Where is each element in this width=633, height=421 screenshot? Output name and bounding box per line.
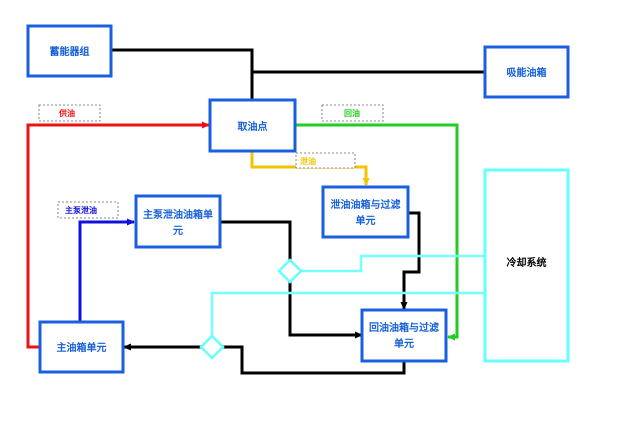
box-cooling: 冷却系统 (483, 168, 570, 363)
box-accumulator: 蓄能器组 (26, 24, 113, 78)
label-pump-leak: 主泵泄油 (57, 201, 119, 219)
label-leak: 泄油 (295, 152, 356, 169)
box-pump-leak-label: 主泵泄油油箱单 (143, 208, 213, 221)
box-leak-filter-label-2: 单元 (356, 214, 376, 227)
box-takeoff-label: 取油点 (238, 120, 268, 133)
box-pump-leak-label-2: 元 (173, 225, 183, 237)
label-supply-text: 供油 (58, 108, 75, 118)
box-absorber: 吸能油箱 (483, 45, 570, 99)
label-return-text: 回油 (344, 108, 360, 118)
line-cooling-1 (301, 254, 485, 273)
box-return-filter-label: 回油油箱与过滤 (369, 321, 439, 334)
box-absorber-label: 吸能油箱 (507, 66, 547, 79)
label-leak-text: 泄油 (300, 156, 316, 166)
box-accumulator-label: 蓄能器组 (50, 45, 90, 58)
heat-exchanger-icon (277, 258, 303, 284)
box-main-tank-label: 主油箱单元 (57, 341, 107, 354)
line-return (296, 123, 459, 341)
line-cooling-2 (210, 291, 485, 336)
label-pump-leak-text: 主泵泄油 (65, 205, 97, 215)
label-return: 回油 (321, 104, 384, 122)
line-supply (26, 121, 210, 349)
box-leak-filter: 泄油油箱与过滤 单元 (321, 185, 410, 239)
box-leak-filter-label: 泄油油箱与过滤 (331, 198, 401, 211)
line-pump-leak (78, 218, 135, 322)
line-leak-tank-to-return (400, 211, 421, 310)
line-accumulator-takeoff (111, 48, 254, 100)
box-main-tank: 主油箱单元 (38, 320, 125, 374)
label-supply: 供油 (38, 104, 101, 122)
box-takeoff: 取油点 (208, 98, 297, 153)
box-return-filter-label-2: 单元 (394, 337, 414, 350)
box-pump-leak: 主泵泄油油箱单 元 (134, 194, 222, 249)
box-cooling-label: 冷却系统 (507, 256, 547, 269)
heat-exchanger-icon (199, 334, 225, 360)
box-return-filter: 回油油箱与过滤 单元 (360, 308, 448, 363)
